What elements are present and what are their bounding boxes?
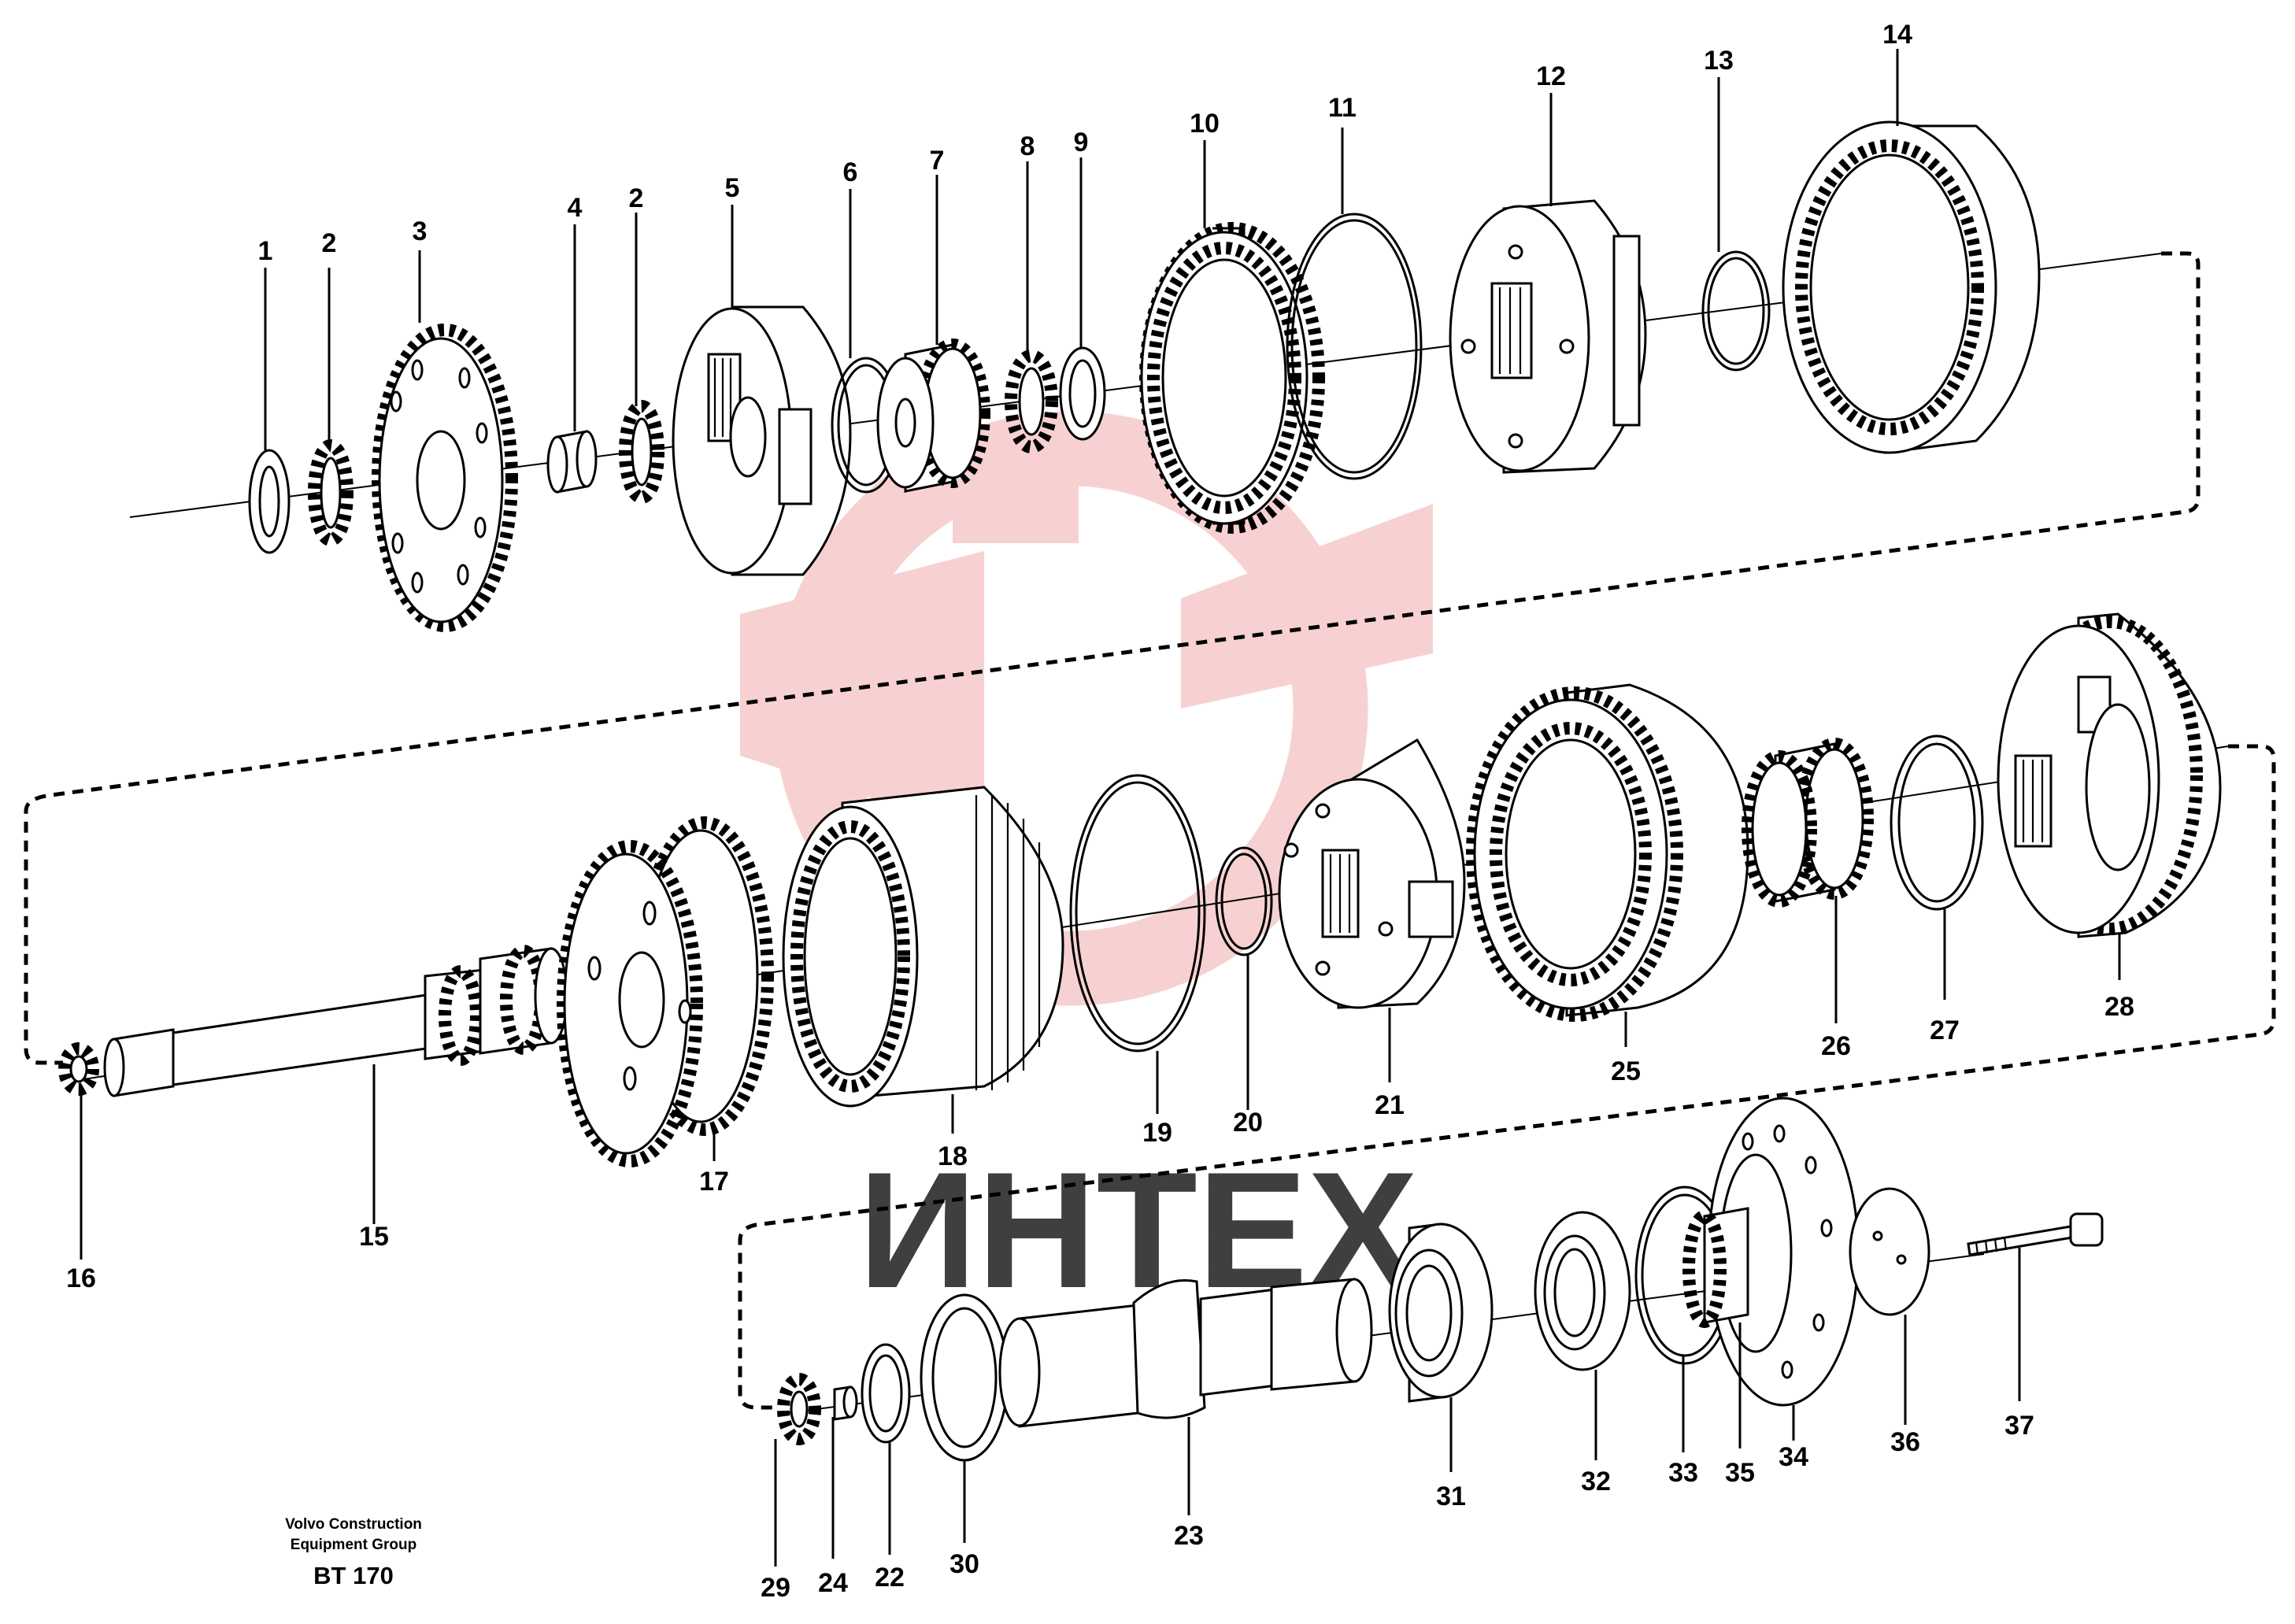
label-2: 2	[322, 228, 337, 258]
part-22-washer	[861, 1343, 911, 1444]
label-21: 21	[1375, 1090, 1405, 1120]
label-23: 23	[1174, 1521, 1204, 1551]
part-17-planet-gear-set	[557, 816, 774, 1167]
part-16-needle-bearing	[58, 1042, 99, 1096]
part-4-bushing	[546, 430, 598, 494]
part-31-ball-bearing	[1388, 1223, 1494, 1403]
label-6: 6	[843, 157, 858, 187]
label-16: 16	[66, 1263, 96, 1293]
company-name-line2: Equipment Group	[291, 1537, 416, 1553]
label-19: 19	[1142, 1118, 1172, 1148]
part-10-ring-gear	[1139, 222, 1325, 534]
part-9-washer	[1059, 346, 1106, 441]
label-37: 37	[2004, 1411, 2034, 1441]
part-8-bearing-ring	[1005, 350, 1058, 453]
part-32-ball-bearing	[1534, 1211, 1631, 1371]
label-1: 1	[258, 236, 273, 266]
part-24-bushing	[833, 1385, 858, 1421]
leader-lines	[80, 49, 2121, 1567]
label-5: 5	[725, 173, 740, 203]
part-23-output-shaft	[998, 1278, 1373, 1428]
part-30-thrust-washer	[920, 1293, 1009, 1462]
part-2-bearing-ring	[308, 439, 354, 546]
part-12-planet-carrier	[1449, 199, 1647, 474]
part-13-snap-ring	[1701, 250, 1771, 372]
label-36: 36	[1890, 1427, 1920, 1457]
label-17: 17	[699, 1167, 729, 1197]
label-7: 7	[930, 146, 945, 176]
label-20: 20	[1233, 1108, 1263, 1138]
part-26-sun-gear	[1742, 738, 1874, 908]
label-26: 26	[1821, 1031, 1851, 1061]
label-12: 12	[1536, 61, 1566, 91]
label-34: 34	[1779, 1442, 1808, 1472]
watermark-logo	[740, 411, 1433, 1006]
label-29: 29	[761, 1573, 790, 1603]
part-15-input-shaft	[103, 945, 568, 1097]
label-22: 22	[875, 1563, 905, 1593]
drawing-code: BT 170	[313, 1562, 394, 1589]
label-28: 28	[2104, 992, 2134, 1022]
label-30: 30	[949, 1549, 979, 1579]
company-name-line1: Volvo Construction	[285, 1516, 422, 1533]
label-32: 32	[1581, 1467, 1611, 1496]
label-8: 8	[1020, 131, 1035, 161]
part-1-seal-ring	[248, 449, 291, 554]
part-2-bearing-ring-second	[619, 400, 664, 504]
part-29-bearing	[777, 1373, 821, 1445]
label-14: 14	[1882, 20, 1912, 50]
part-27-snap-ring	[1890, 734, 1984, 911]
label-4: 4	[568, 193, 583, 223]
part-7-sun-gear	[876, 338, 990, 493]
callout-labels: 1 2 3 4 2 5 6 7 8 9 10 11 12 13 14 15 16…	[66, 20, 2134, 1603]
label-33: 33	[1668, 1458, 1698, 1488]
part-37-bolt	[1967, 1212, 2104, 1256]
part-3-sprocket-gear	[372, 324, 518, 632]
part-35-splined-hub	[1682, 1207, 1749, 1328]
part-14-ring-gear-housing	[1782, 120, 2041, 454]
label-13: 13	[1704, 46, 1734, 76]
part-5-planet-carrier	[672, 305, 852, 576]
label-25: 25	[1611, 1056, 1641, 1086]
part-25-ring-gear	[1466, 683, 1749, 1022]
part-28-planet-carrier-gear	[1997, 612, 2222, 938]
label-27: 27	[1930, 1015, 1960, 1045]
label-2-second: 2	[629, 183, 644, 213]
label-31: 31	[1436, 1482, 1466, 1511]
footer-block: Volvo Construction Equipment Group BT 17…	[285, 1516, 422, 1589]
label-11: 11	[1328, 93, 1357, 123]
part-18-ring-gear	[782, 786, 1064, 1108]
part-21-planet-carrier	[1278, 738, 1466, 1009]
assembly-connector-lines	[24, 251, 2276, 1410]
label-10: 10	[1190, 109, 1220, 139]
label-3: 3	[413, 216, 428, 246]
label-15: 15	[359, 1222, 389, 1252]
part-20-o-ring	[1215, 846, 1273, 956]
part-19-o-ring	[1069, 774, 1206, 1052]
label-24: 24	[818, 1568, 848, 1598]
label-35: 35	[1725, 1458, 1755, 1488]
part-11-retaining-ring	[1286, 213, 1423, 480]
label-18: 18	[938, 1141, 968, 1171]
label-9: 9	[1074, 128, 1089, 157]
part-36-cover-plate	[1849, 1187, 1930, 1316]
